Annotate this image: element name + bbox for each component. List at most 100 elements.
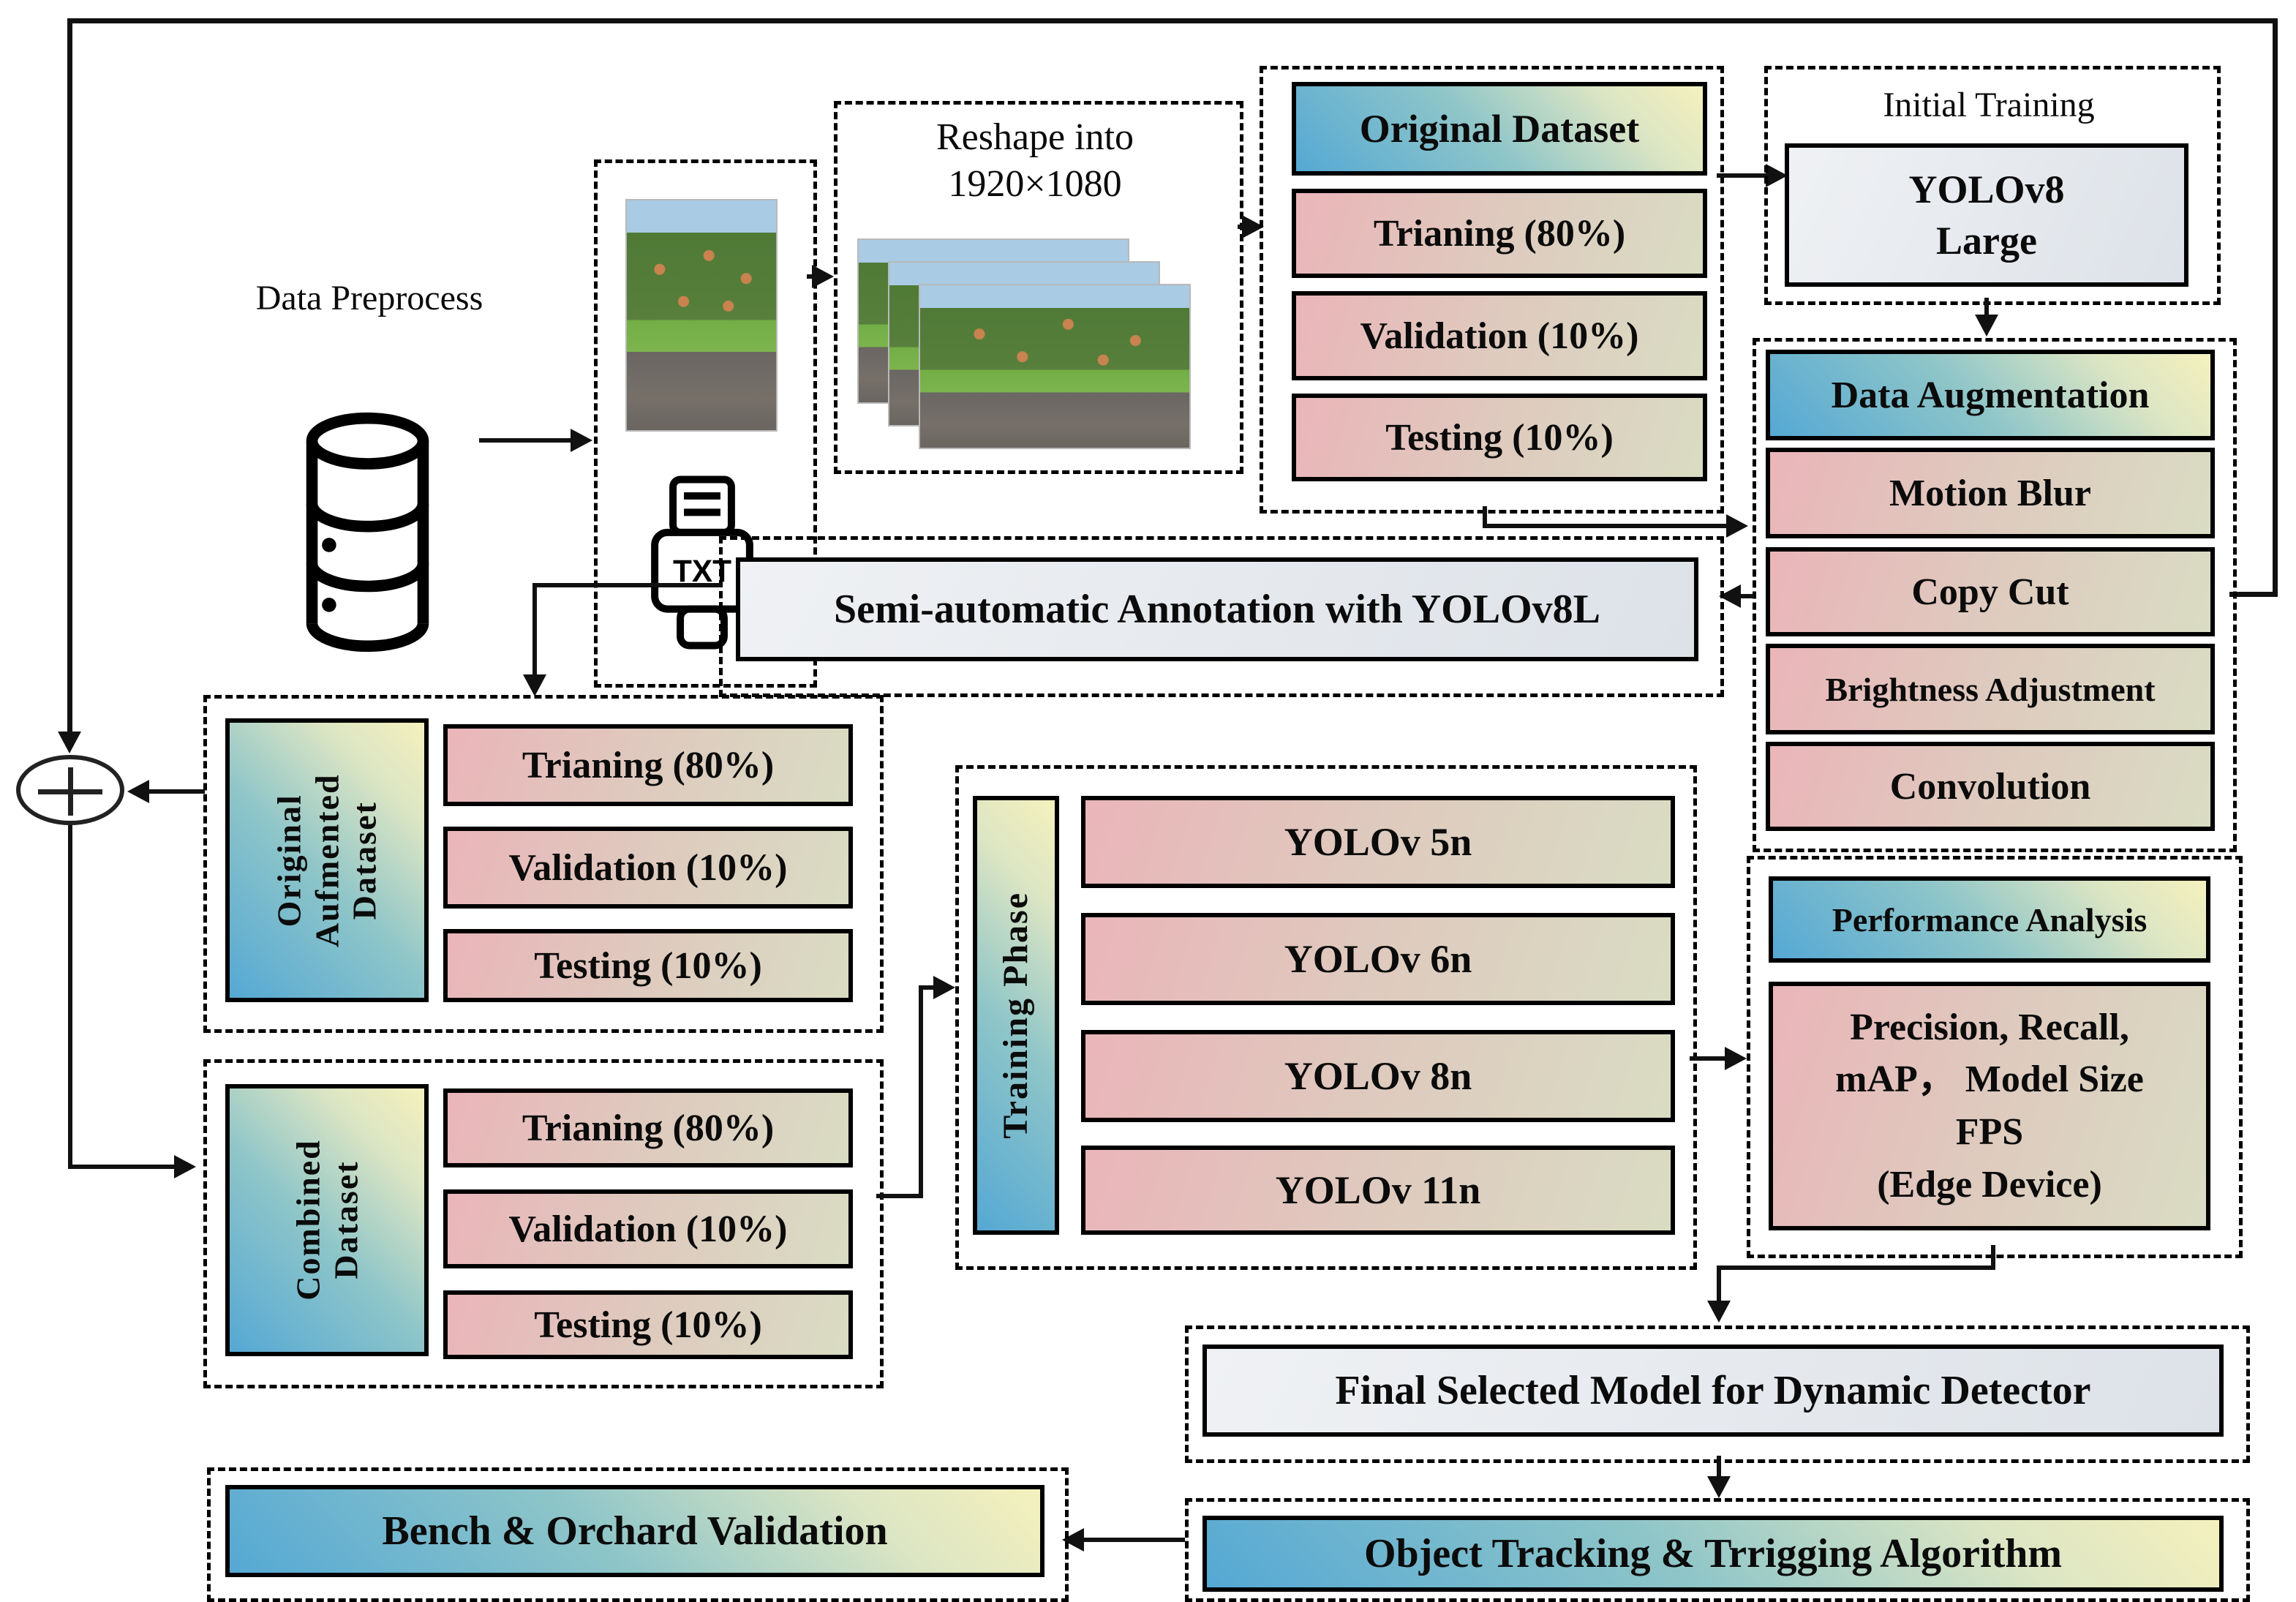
augmented-dataset-header-label: Original Aufmented Dataset <box>270 773 383 947</box>
reshape-group <box>834 101 1243 474</box>
metrics-line: mAP， Model Size <box>1835 1058 2144 1101</box>
original-dataset-row-testing: Testing (10%) <box>1292 394 1707 481</box>
model-row-yolov6n: YOLOv 6n <box>1081 913 1675 1005</box>
metrics-line: Precision, Recall, <box>1850 1006 2129 1048</box>
arrowhead-merge-to-combined <box>174 1155 196 1178</box>
arrowhead-phase-to-performance <box>1725 1047 1747 1070</box>
connector-dataset-to-augmentation-v <box>1483 506 1487 528</box>
connector-combined-to-phase-h1 <box>876 1194 923 1198</box>
bench-validation-label: Bench & Orchard Validation <box>382 1508 888 1554</box>
augmentation-row-copy-cut: Copy Cut <box>1766 547 2215 636</box>
initial-training-label: Initial Training <box>1883 86 2095 124</box>
row-label: Brightness Adjustment <box>1825 670 2156 708</box>
original-dataset-header: Original Dataset <box>1292 82 1707 176</box>
connector-annotation-to-augmented-h <box>532 583 721 587</box>
augmented-row-validation: Validation (10%) <box>443 827 853 909</box>
arrowhead-into-merge <box>58 732 81 753</box>
row-label: Trianing (80%) <box>522 744 775 786</box>
row-label: Testing (10%) <box>534 1304 762 1346</box>
combined-row-training: Trianing (80%) <box>443 1088 853 1167</box>
combined-dataset-header: Combined Dataset <box>225 1084 429 1356</box>
row-label: YOLOv 8n <box>1284 1054 1472 1098</box>
model-row-yolov11n: YOLOv 11n <box>1081 1146 1675 1235</box>
final-model-box: Final Selected Model for Dynamic Detecto… <box>1202 1345 2224 1437</box>
augmented-dataset-header: Original Aufmented Dataset <box>225 718 429 1002</box>
arrowhead-annotation-to-augmented <box>523 674 546 696</box>
annotation-label: Semi-automatic Annotation with YOLOv8L <box>834 587 1600 632</box>
metrics-line: FPS <box>1955 1111 2024 1153</box>
row-label: Trianing (80%) <box>1373 212 1626 255</box>
tracking-box: Object Tracking & Trrigging Algorithm <box>1202 1516 2224 1592</box>
original-dataset-row-validation: Validation (10%) <box>1292 291 1707 380</box>
data-preprocess-label: Data Preprocess <box>255 279 483 317</box>
augmentation-row-convolution: Convolution <box>1766 742 2215 831</box>
connector-dataset-to-augmentation-h <box>1483 524 1728 528</box>
augmented-dataset-group <box>203 695 884 1033</box>
row-label: YOLOv 6n <box>1284 937 1472 981</box>
connector-merge-to-combined-v <box>68 825 72 1169</box>
connector-performance-to-final-h <box>1717 1266 1995 1270</box>
yolov8-large-line1: YOLOv8 <box>1908 167 2065 211</box>
connector-performance-to-final-v2 <box>1717 1266 1721 1304</box>
connector-feedback-top <box>67 18 2278 23</box>
connector-combined-to-phase-v <box>919 985 923 1198</box>
arrowhead-training-to-augmentation <box>1975 315 1998 336</box>
connector-db-to-source <box>479 438 573 443</box>
combined-row-validation: Validation (10%) <box>443 1189 853 1268</box>
tracking-group <box>1185 1498 2250 1602</box>
connector-combined-to-phase-h2 <box>919 985 936 990</box>
metrics-line: (Edge Device) <box>1877 1163 2102 1206</box>
training-phase-header-label: Training Phase <box>996 892 1036 1139</box>
merge-node <box>16 755 124 825</box>
row-label: Copy Cut <box>1911 571 2069 613</box>
connector-augmentation-to-annotation <box>1739 594 1754 598</box>
performance-header: Performance Analysis <box>1769 876 2210 963</box>
yolov8-large-box: YOLOv8 Large <box>1785 143 2188 287</box>
connector-training-to-augmentation <box>1984 298 1989 316</box>
data-augmentation-group <box>1753 338 2237 852</box>
reshape-label-line1: Reshape into <box>936 116 1134 158</box>
connector-merge-to-combined-h <box>68 1165 176 1169</box>
arrowhead-dataset-to-augmentation <box>1726 514 1748 538</box>
arrowhead-source-to-reshape <box>812 265 834 288</box>
row-label: Validation (10%) <box>508 846 788 889</box>
connector-final-to-tracking <box>1717 1456 1721 1479</box>
initial-training-group <box>1764 66 2221 305</box>
original-dataset-row-training: Trianing (80%) <box>1292 189 1707 278</box>
bench-validation-box: Bench & Orchard Validation <box>225 1485 1045 1577</box>
row-label: Testing (10%) <box>534 944 762 987</box>
combined-row-testing: Testing (10%) <box>443 1290 853 1359</box>
plus-icon <box>68 767 73 816</box>
row-label: Trianing (80%) <box>522 1107 775 1149</box>
txt-file-icon: TXT <box>647 474 757 658</box>
original-dataset-group <box>1260 66 1724 514</box>
connector-phase-to-performance <box>1690 1056 1726 1061</box>
row-label: Motion Blur <box>1889 472 2091 514</box>
augmented-row-training: Trianing (80%) <box>443 724 853 806</box>
model-row-yolov8n: YOLOv 8n <box>1081 1030 1675 1122</box>
combined-dataset-group <box>203 1059 884 1388</box>
arrowhead-final-to-tracking <box>1707 1476 1731 1498</box>
annotation-box: Semi-automatic Annotation with YOLOv8L <box>736 557 1698 661</box>
performance-metrics-box: Precision, Recall, mAP， Model Size FPS (… <box>1769 982 2210 1230</box>
arrowhead-db-to-source <box>571 429 592 452</box>
annotation-group <box>719 536 1724 697</box>
database-icon <box>296 410 439 655</box>
connector-feedback-right <box>2273 18 2278 597</box>
connector-augmented-to-merge <box>149 789 205 794</box>
training-phase-group <box>955 765 1697 1270</box>
source-data-group <box>594 159 817 688</box>
arrowhead-performance-to-final <box>1707 1301 1731 1323</box>
connector-tracking-to-bench <box>1084 1538 1185 1542</box>
connector-feedback-left <box>67 18 72 732</box>
yolov8-large-line2: Large <box>1936 219 2037 263</box>
arrowhead-augmented-to-merge <box>127 780 149 803</box>
final-model-label: Final Selected Model for Dynamic Detecto… <box>1335 1368 2091 1413</box>
connector-dataset-to-training <box>1717 173 1768 178</box>
data-augmentation-header: Data Augmentation <box>1766 350 2215 440</box>
orchard-image <box>625 199 778 432</box>
row-label: YOLOv 11n <box>1275 1168 1481 1212</box>
original-dataset-header-label: Original Dataset <box>1359 107 1640 151</box>
row-label: Testing (10%) <box>1385 416 1614 459</box>
